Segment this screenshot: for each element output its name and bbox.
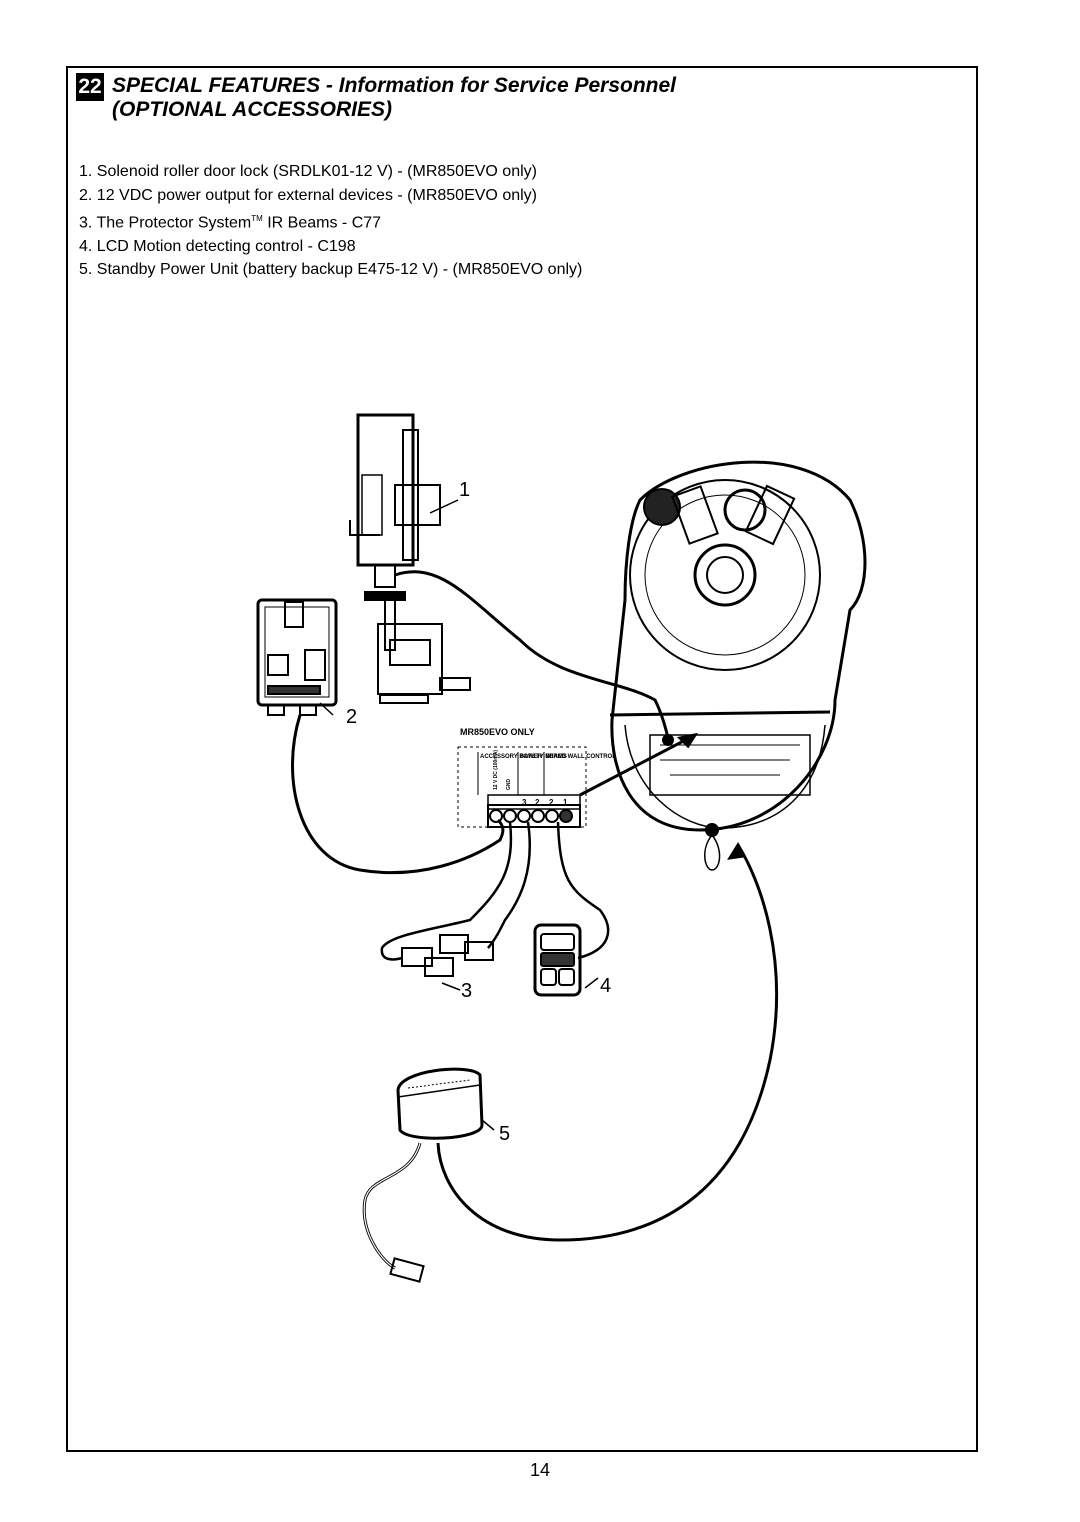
page-number: 14	[529, 1460, 551, 1480]
callout-1: 1	[459, 479, 471, 501]
terminal-header-label: MR850EVO ONLY	[460, 727, 535, 737]
callout-5: 5	[499, 1123, 511, 1145]
solenoid-lock-illustration	[349, 413, 471, 704]
terminal-sub-gnd: GND	[506, 779, 512, 791]
list-item: 3. The Protector SystemTM IR Beams - C77	[79, 214, 382, 232]
callout-3: 3	[461, 980, 473, 1002]
title-line-2: (OPTIONAL ACCESSORIES)	[112, 98, 393, 121]
terminal-number: 2	[549, 798, 554, 807]
terminal-sub-12vdc: 12 V DC (100mA)	[493, 750, 499, 790]
terminal-number: 2	[535, 798, 540, 807]
wall-control-illustration	[533, 923, 599, 997]
list-item: 2. 12 VDC power output for external devi…	[79, 186, 537, 204]
trademark-mark: TM	[251, 214, 263, 223]
callout-4: 4	[600, 975, 612, 997]
section-number-badge: 22	[76, 73, 104, 101]
terminal-number: 3	[522, 798, 527, 807]
ir-beams-illustration	[401, 934, 494, 991]
page-frame	[66, 66, 978, 1452]
list-item: 5. Standby Power Unit (battery backup E4…	[79, 261, 583, 279]
terminal-group-wall: WIRED WALL CONTROL	[546, 754, 616, 760]
accessory-list: 1. Solenoid roller door lock (SRDLK01-12…	[79, 160, 582, 282]
title-line-1: SPECIAL FEATURES - Information for Servi…	[112, 74, 676, 97]
callout-2: 2	[346, 706, 358, 728]
terminal-number: 1	[563, 798, 568, 807]
list-item: 1. Solenoid roller door lock (SRDLK01-12…	[79, 163, 537, 180]
section-title: SPECIAL FEATURES - Information for Servi…	[112, 74, 676, 122]
circuit-board-illustration	[256, 598, 338, 716]
opener-unit-illustration	[609, 460, 867, 871]
terminal-group-accessory: ACCESSORY POWER	[480, 754, 543, 760]
battery-backup-illustration	[362, 1067, 495, 1283]
list-item: 4. LCD Motion detecting control - C198	[79, 237, 356, 255]
terminal-block-illustration	[457, 746, 587, 828]
wiring-cables	[291, 570, 779, 1242]
terminal-group-safety: SAFETY BEAMS	[520, 754, 567, 760]
